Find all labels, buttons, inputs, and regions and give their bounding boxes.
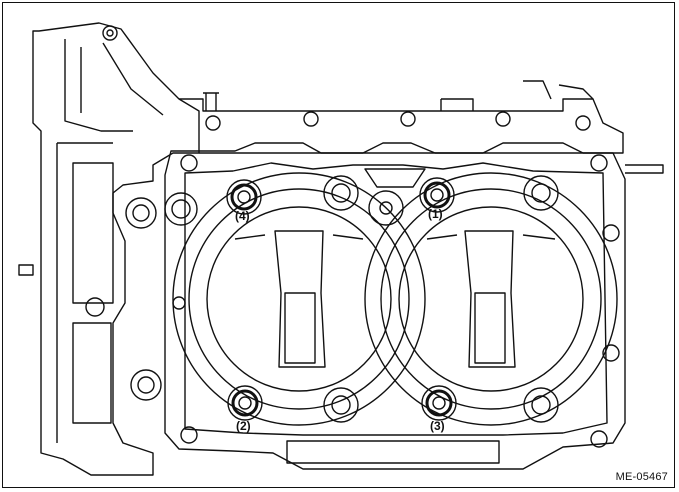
deck-hole-1	[180, 154, 198, 172]
bolt-label-2: (2)	[236, 419, 251, 433]
cylinder-bore-left-outer	[172, 172, 426, 426]
head-bolt-3	[421, 385, 457, 421]
left-boss-2	[164, 192, 198, 226]
cylinder-bore-right-outer	[364, 172, 618, 426]
crank-web-right	[426, 234, 556, 240]
top-left-bolt-inner	[106, 29, 114, 37]
figure-frame: (4) (1) (2) (3) ME-05467	[2, 2, 675, 488]
cylinder-bore-right	[398, 206, 584, 392]
flange-hole-3	[400, 111, 416, 127]
center-dowel-inner	[379, 201, 393, 215]
center-boss	[364, 168, 426, 188]
deck-hole-2	[590, 154, 608, 172]
cylinder-block-diagram	[18, 22, 664, 476]
top-left-bolt	[102, 25, 118, 41]
top-flange	[179, 98, 624, 154]
cylinder-bore-left-mid	[188, 188, 410, 410]
right-stub	[625, 164, 664, 174]
lower-left-boss-inner	[137, 376, 155, 394]
flange-hole-2	[303, 111, 319, 127]
deck-outline	[164, 142, 626, 470]
bolt-label-1: (1)	[428, 207, 443, 221]
top-right-bracket	[523, 80, 594, 100]
flange-hole-1	[205, 115, 221, 131]
head-bolt-2	[227, 385, 263, 421]
flange-hole-5	[575, 115, 591, 131]
left-housing-inner	[56, 142, 114, 443]
flange-hole-4	[495, 111, 511, 127]
deck-inner-edge	[184, 162, 608, 436]
left-boss-2-inner	[171, 199, 191, 219]
lower-left-boss	[130, 369, 162, 401]
deck-hole-7	[590, 430, 608, 448]
deck-hole-6	[180, 426, 198, 444]
conrod-left	[274, 230, 326, 368]
left-housing-rib	[64, 39, 164, 132]
left-stub	[18, 264, 34, 276]
cylinder-bore-right-mid	[380, 188, 602, 410]
conrod-right	[464, 230, 516, 368]
bolt-bottom-center-left	[323, 387, 359, 423]
left-boss-inner	[132, 204, 150, 222]
bolt-top-right	[523, 175, 559, 211]
bottom-slot	[286, 440, 500, 464]
left-knob	[85, 297, 105, 317]
figure-code: ME-05467	[615, 471, 668, 483]
deck-hole-5	[602, 344, 620, 362]
left-housing-outline	[32, 22, 200, 476]
bolt-label-3: (3)	[430, 419, 445, 433]
left-boss	[125, 197, 157, 229]
head-bolt-4	[226, 179, 262, 215]
top-lug	[203, 92, 219, 111]
top-bracket-center	[440, 98, 474, 111]
head-bolt-1	[419, 177, 455, 213]
center-dowel	[368, 190, 404, 226]
cylinder-bore-left	[206, 206, 392, 392]
deck-hole-4	[602, 224, 620, 242]
bolt-top-center-left	[323, 175, 359, 211]
crank-web-left	[234, 234, 364, 240]
bolt-label-4: (4)	[235, 209, 250, 223]
bolt-bottom-right	[523, 387, 559, 423]
deck-hole-3	[172, 296, 186, 310]
